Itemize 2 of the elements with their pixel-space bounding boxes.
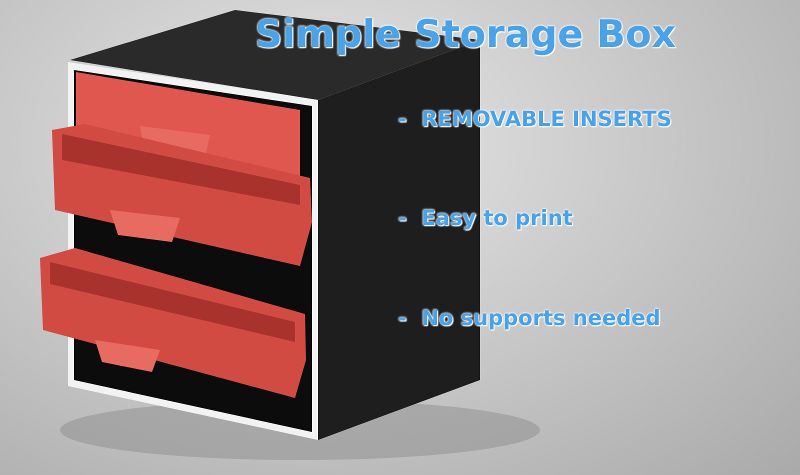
diagram-title: Simple Storage Box: [255, 11, 676, 58]
feature-bullet: - Easy to print: [398, 205, 573, 232]
